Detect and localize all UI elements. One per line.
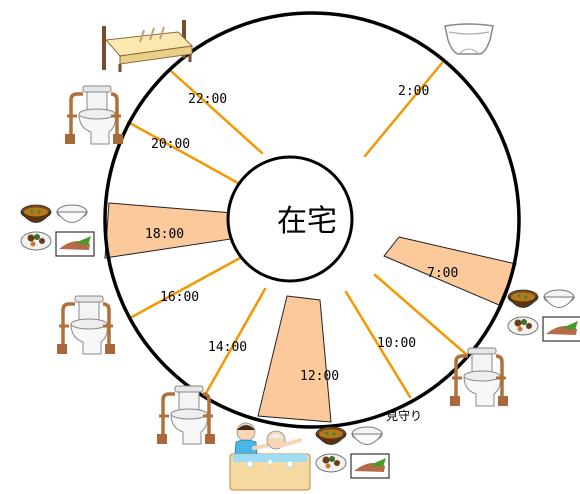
meal-set-icon [20,204,95,257]
time-label-22: 22:00 [188,92,227,107]
spoke-14 [203,287,267,397]
time-label-18: 18:00 [145,227,184,242]
outer-ring [103,11,521,429]
time-label-10: 10:00 [377,336,416,351]
toilet-icon [448,346,510,408]
spoke-10 [344,290,412,399]
toilet-icon [155,384,217,446]
time-label-16: 16:00 [160,290,199,305]
bathing-icon [229,422,311,491]
bed-icon [102,20,194,72]
time-label-20: 20:00 [151,137,190,152]
watch-over-note: 見守り [386,409,422,423]
spoke-22 [169,69,264,155]
spoke-2 [363,61,444,158]
time-label-12: 12:00 [300,369,339,384]
diaper-icon [444,23,494,55]
spoke-830 [373,273,469,357]
time-label-7: 7:00 [427,266,458,281]
toilet-icon [55,294,117,356]
time-label-2: 2:00 [398,84,429,99]
meal-set-icon [507,289,580,342]
time-label-14: 14:00 [208,340,247,355]
spoke-20 [126,120,240,185]
meal-set-icon [315,426,390,479]
center-label: 在宅 [277,204,337,239]
wedge-12 [257,295,332,423]
spoke-lines [126,61,469,399]
inner-hub [226,155,354,283]
toilet-icon [63,84,125,146]
spoke-16 [128,256,242,320]
